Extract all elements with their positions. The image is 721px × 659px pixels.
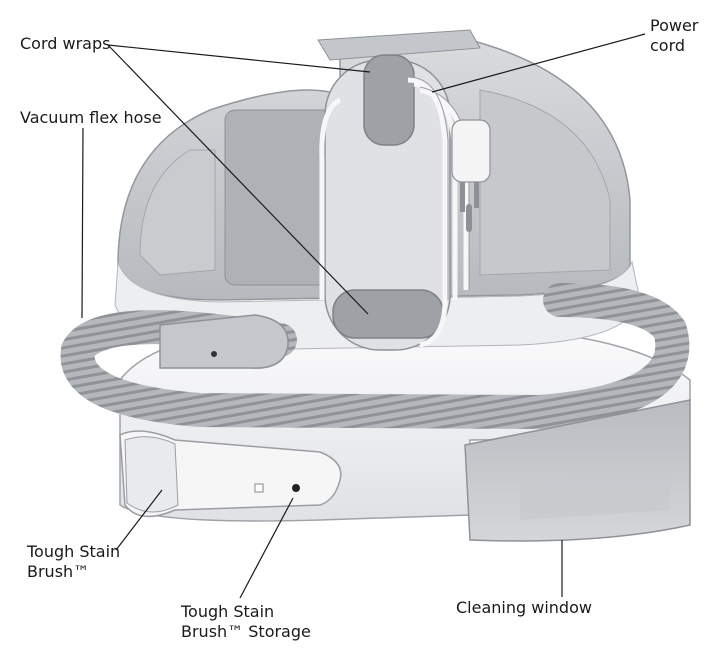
vacuum-hose-loop	[60, 283, 690, 430]
label-brush-storage: Tough Stain Brush™ Storage	[181, 602, 311, 642]
leader-lines	[81, 33, 646, 599]
label-vacuum-flex-hose: Vacuum flex hose	[20, 108, 162, 128]
tank-inner-left	[139, 149, 216, 276]
leader-power-cord	[431, 33, 646, 93]
hose-nozzle	[159, 314, 289, 369]
label-tough-stain-brush: Tough Stain Brush™	[27, 542, 120, 582]
brush-grip	[124, 436, 179, 513]
tank-chamber	[224, 109, 336, 286]
label-cleaning-window: Cleaning window	[456, 598, 592, 618]
brush-storage-hole	[292, 484, 300, 492]
leader-tough-stain-brush	[115, 489, 163, 551]
label-tough-stain-brush-line1: Tough Stain	[27, 542, 121, 561]
label-cleaning-window-text: Cleaning window	[456, 598, 592, 617]
cleaner-body	[60, 29, 691, 542]
label-vacuum-flex-hose-text: Vacuum flex hose	[20, 108, 162, 127]
label-power-cord-line1: Power	[650, 16, 699, 35]
label-tough-stain-brush-line2: Brush™	[27, 562, 90, 581]
hose-nozzle-hole	[211, 351, 217, 357]
leader-cord-wraps-upper	[107, 44, 371, 73]
label-cord-wraps: Cord wraps	[20, 34, 110, 54]
leader-vacuum-flex-hose	[81, 127, 84, 319]
label-power-cord: Power cord	[650, 16, 698, 56]
tank-handle-top	[317, 29, 481, 61]
plug	[451, 119, 491, 232]
label-power-cord-line2: cord	[650, 36, 686, 55]
cord-wrap-lower	[332, 289, 444, 339]
cord-wrap-upper	[363, 54, 415, 146]
label-cord-wraps-text: Cord wraps	[20, 34, 111, 53]
label-brush-storage-line1: Tough Stain	[181, 602, 275, 621]
brush-latch	[254, 483, 264, 493]
label-brush-storage-line2: Brush™ Storage	[181, 622, 311, 641]
tank-inner-right	[479, 89, 611, 276]
leader-brush-storage	[239, 497, 294, 599]
cleaning-window-brush	[520, 470, 670, 520]
leader-cord-wraps-lower	[107, 44, 369, 315]
